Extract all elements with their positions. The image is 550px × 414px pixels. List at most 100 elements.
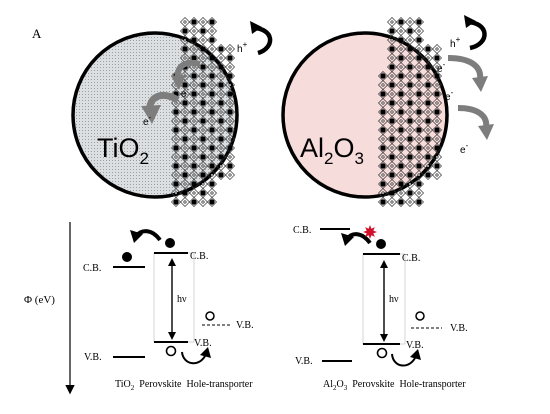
lattice-octahedron	[378, 197, 388, 207]
lattice-atom	[183, 92, 187, 96]
lattice-atom	[380, 91, 386, 97]
right-perovskite-hole	[376, 347, 388, 359]
lattice-atom	[390, 164, 394, 168]
lattice-atom	[209, 55, 215, 61]
left-electron-injection-arrowhead	[130, 230, 143, 243]
lattice-octahedron	[180, 197, 190, 207]
lattice-atom	[381, 101, 385, 105]
left-electron-label: e-	[181, 85, 190, 100]
right-excitation-arrowhead-top	[380, 260, 388, 268]
lattice-atom	[173, 163, 179, 169]
lattice-atom	[218, 118, 224, 124]
lattice-atom	[183, 20, 187, 24]
lattice-atom	[200, 46, 206, 52]
left-tio2-electron	[122, 252, 132, 262]
lattice-octahedron	[405, 197, 415, 207]
lattice-atom	[201, 110, 205, 114]
lattice-atom	[380, 163, 386, 169]
lattice-atom	[389, 46, 395, 52]
lattice-atom	[407, 28, 413, 34]
lattice-atom	[218, 154, 224, 160]
lattice-atom	[408, 128, 412, 132]
left-tio2-vb-label: V.B.	[84, 352, 102, 363]
lattice-atom	[417, 29, 421, 33]
lattice-atom	[435, 173, 439, 177]
right-electron-arrowhead-1	[472, 76, 488, 92]
lattice-atom	[381, 83, 385, 87]
lattice-octahedron	[198, 197, 208, 207]
lattice-atom	[380, 145, 386, 151]
lattice-atom	[227, 109, 233, 115]
panel-label: A	[32, 26, 42, 41]
lattice-atom	[380, 181, 386, 187]
lattice-atom	[398, 127, 404, 133]
lattice-atom	[191, 181, 197, 187]
lattice-atom	[228, 101, 232, 105]
lattice-octahedron	[432, 170, 442, 180]
lattice-atom	[210, 101, 214, 105]
lattice-atom	[417, 47, 421, 51]
lattice-octahedron	[414, 197, 424, 207]
lattice-atom	[426, 92, 430, 96]
lattice-atom	[417, 119, 421, 123]
lattice-atom	[407, 154, 413, 160]
lattice-atom	[218, 136, 224, 142]
lattice-atom	[434, 109, 440, 115]
lattice-atom	[426, 56, 430, 60]
right-al2o3-cb-label: C.B.	[293, 225, 311, 236]
lattice-atom	[201, 182, 205, 186]
lattice-atom	[399, 191, 403, 195]
lattice-atom	[407, 82, 413, 88]
right-electron-label-3: e-	[460, 141, 469, 156]
lattice-atom	[425, 100, 431, 106]
lattice-atom	[227, 145, 233, 151]
lattice-atom	[399, 173, 403, 177]
lattice-atom	[398, 37, 404, 43]
lattice-atom	[425, 136, 431, 142]
tio2-electron-label: e-	[143, 113, 152, 128]
lattice-atom	[192, 47, 196, 51]
lattice-atom	[417, 173, 421, 177]
lattice-atom	[191, 145, 197, 151]
lattice-atom	[390, 128, 394, 132]
lattice-octahedron	[423, 170, 433, 180]
left-excitation-arrowhead-bottom	[168, 332, 176, 340]
lattice-atom	[416, 163, 422, 169]
lattice-atom	[209, 91, 215, 97]
lattice-atom	[435, 83, 439, 87]
lattice-atom	[192, 155, 196, 159]
lattice-atom	[200, 136, 206, 142]
lattice-atom	[425, 46, 431, 52]
left-perovskite-vb-label: V.B.	[194, 338, 212, 349]
lattice-atom	[426, 74, 430, 78]
al2o3-particle	[281, 31, 449, 199]
lattice-atom	[390, 200, 394, 204]
lattice-atom	[192, 137, 196, 141]
lattice-atom	[408, 74, 412, 78]
energy-axis-label: Φ (eV)	[24, 294, 55, 306]
lattice-atom	[408, 200, 412, 204]
lattice-atom	[183, 56, 187, 60]
blocked-transfer-star-icon	[363, 225, 377, 239]
lattice-atom	[191, 19, 197, 25]
lattice-atom	[227, 91, 233, 97]
lattice-atom	[380, 109, 386, 115]
lattice-atom	[389, 100, 395, 106]
lattice-atom	[173, 145, 179, 151]
lattice-atom	[210, 29, 214, 33]
lattice-atom	[228, 173, 232, 177]
left-footer: TiO2 Perovskite Hole-transporter	[115, 379, 253, 392]
lattice-atom	[434, 163, 440, 169]
lattice-atom	[191, 37, 197, 43]
lattice-atom	[183, 164, 187, 168]
lattice-atom	[407, 190, 413, 196]
lattice-octahedron	[225, 170, 235, 180]
lattice-atom	[426, 146, 430, 150]
lattice-atom	[381, 155, 385, 159]
lattice-atom	[434, 73, 440, 79]
lattice-atom	[182, 46, 188, 52]
lattice-atom	[434, 145, 440, 151]
lattice-atom	[380, 199, 386, 205]
lattice-atom	[398, 55, 404, 61]
